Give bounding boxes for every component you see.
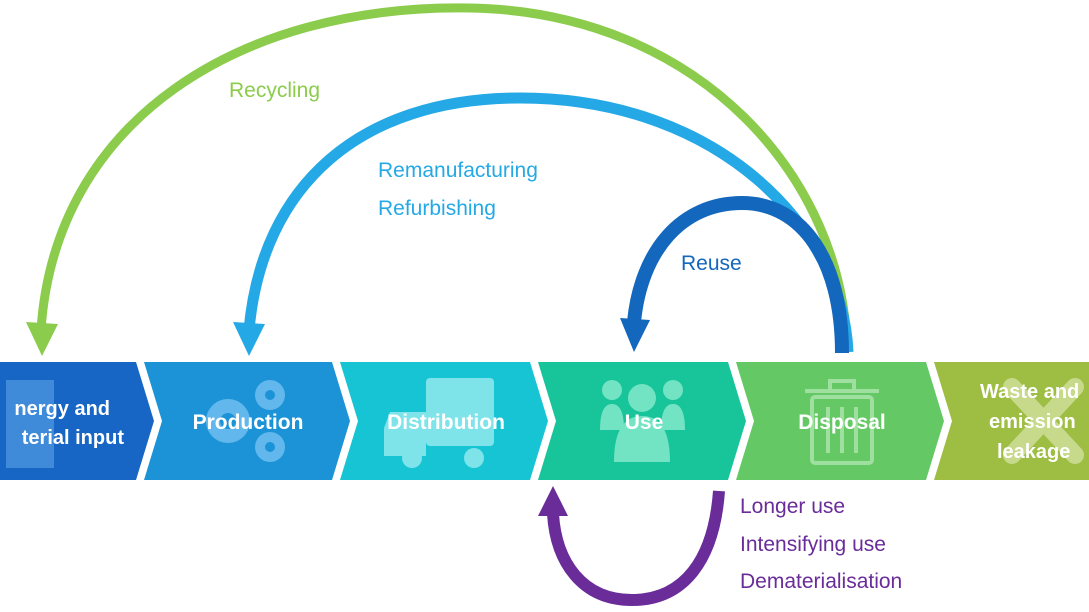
step-waste: Waste and emission leakage [934,362,1089,480]
step-energy: nergy and terial input [0,362,154,480]
longer-use-label: Longer use [740,495,845,518]
gears-icon [206,380,285,462]
step-label: emission [989,411,1076,433]
step-production: Production [144,362,350,480]
step-label: Waste and [980,381,1079,403]
recycling-label: Recycling [229,79,320,102]
dematerialisation-label: Dematerialisation [740,570,902,593]
process-chain: nergy and terial input Production [0,362,1089,480]
step-use: Use [538,362,746,480]
step-label: leakage [997,441,1070,463]
step-disposal: Disposal [736,362,944,480]
truck-icon [384,378,494,468]
trash-icon [805,379,879,465]
refurbishing-label: Refurbishing [378,197,496,220]
reuse-label: Reuse [681,252,742,275]
intensifying-use-label: Intensifying use [740,533,886,556]
step-label: Use [625,411,664,434]
remanufacturing-label: Remanufacturing [378,159,538,182]
people-icon [600,380,685,462]
step-label: Distribution [387,411,505,434]
longer-use-arrow [538,486,725,607]
step-label: nergy and [14,398,110,420]
step-label: Disposal [798,411,886,434]
reuse-arrow [620,195,849,354]
recycling-arrow [26,3,852,356]
step-label: Production [193,411,304,434]
remanufacturing-arrow [233,92,854,356]
step-label: terial input [22,427,125,449]
factory-icon [6,380,54,468]
step-distribution: Distribution [340,362,548,480]
cross-icon [1003,378,1084,464]
